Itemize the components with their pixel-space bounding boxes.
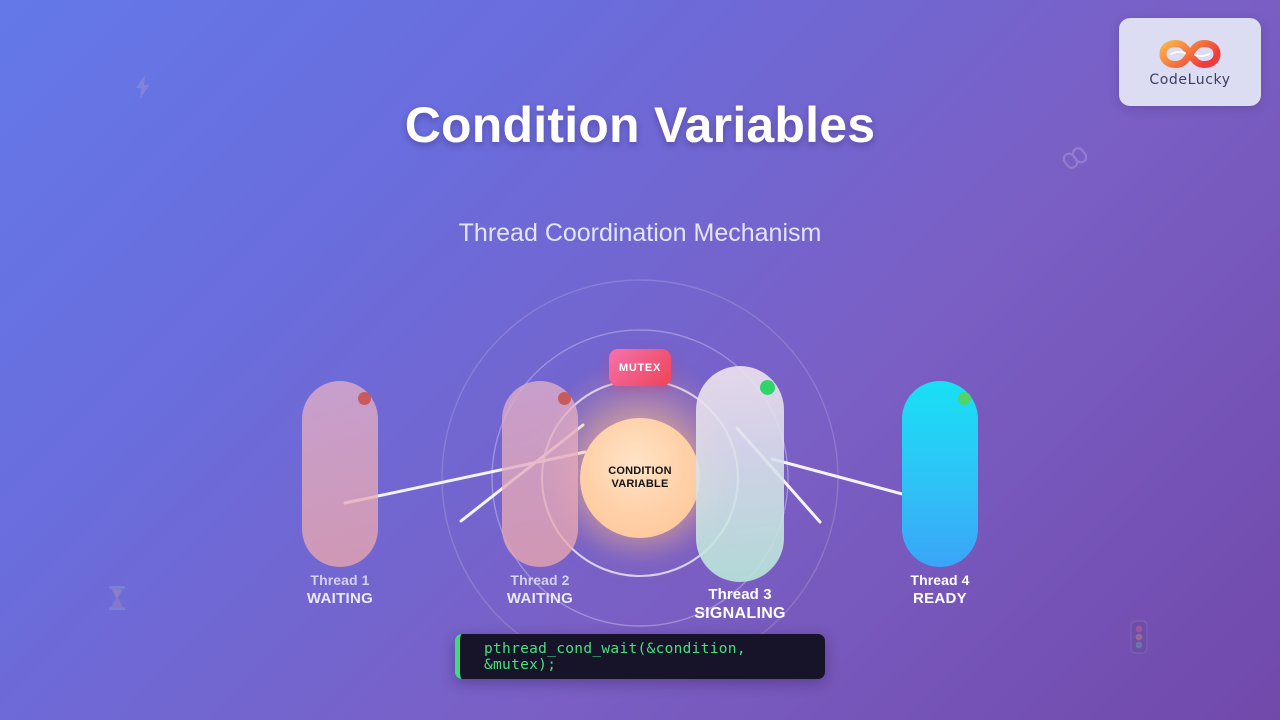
thread-state-3: SIGNALING bbox=[694, 605, 786, 622]
thread-node-2[interactable]: Thread 2 WAITING bbox=[502, 381, 578, 607]
brand-logo-card[interactable]: CodeLucky bbox=[1119, 18, 1261, 106]
thread-pill-1 bbox=[302, 381, 378, 567]
mutex-badge[interactable]: MUTEX bbox=[609, 349, 671, 386]
thread-status-dot-2 bbox=[558, 392, 571, 405]
thread-name-2: Thread 2 bbox=[510, 572, 570, 588]
thread-status-dot-4 bbox=[958, 392, 971, 405]
thread-status-dot-3 bbox=[760, 380, 775, 395]
thread-state-1: WAITING bbox=[306, 590, 374, 607]
thread-state-4: READY bbox=[912, 590, 967, 607]
thread-node-4[interactable]: Thread 4 READY bbox=[902, 381, 978, 607]
condition-variable-label: CONDITION VARIABLE bbox=[608, 465, 672, 490]
thread-caption-2: Thread 2 WAITING bbox=[507, 572, 573, 607]
mutex-label: MUTEX bbox=[619, 361, 661, 374]
thread-node-3[interactable]: Thread 3 SIGNALING bbox=[694, 366, 785, 622]
code-snippet-bar[interactable]: pthread_cond_wait(&condition, &mutex); bbox=[455, 634, 825, 679]
code-snippet-text: pthread_cond_wait(&condition, &mutex); bbox=[484, 640, 746, 673]
thread-caption-1: Thread 1 WAITING bbox=[307, 572, 373, 607]
thread-name-1: Thread 1 bbox=[310, 572, 370, 588]
infinity-icon bbox=[1159, 39, 1221, 68]
thread-state-2: WAITING bbox=[506, 590, 574, 607]
thread-pill-2 bbox=[502, 381, 578, 567]
page-subtitle: Thread Coordination Mechanism bbox=[458, 219, 822, 247]
thread-node-1[interactable]: Thread 1 WAITING bbox=[302, 381, 378, 607]
thread-status-dot-1 bbox=[358, 392, 371, 405]
page-title: Condition Variables bbox=[404, 97, 876, 153]
brand-name: CodeLucky bbox=[1149, 71, 1231, 88]
thread-caption-3: Thread 3 SIGNALING bbox=[694, 586, 786, 623]
thread-caption-4: Thread 4 READY bbox=[910, 572, 969, 607]
thread-pill-3 bbox=[696, 366, 784, 582]
thread-pill-4 bbox=[902, 381, 978, 567]
orbit-ring-middle bbox=[491, 329, 789, 627]
thread-name-4: Thread 4 bbox=[910, 572, 970, 588]
condition-variable-core: CONDITION VARIABLE bbox=[580, 418, 700, 538]
thread-name-3: Thread 3 bbox=[708, 586, 772, 603]
